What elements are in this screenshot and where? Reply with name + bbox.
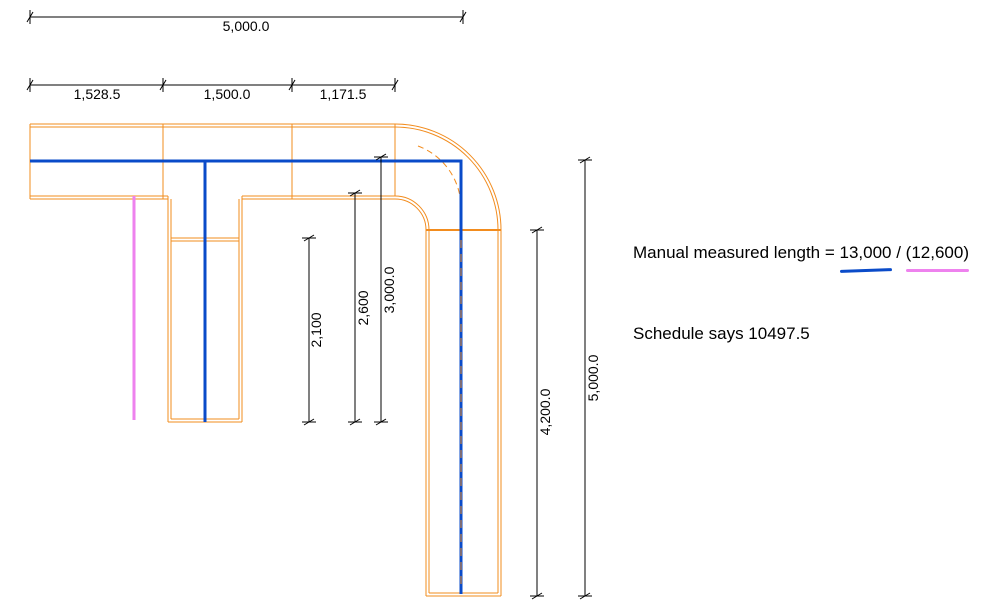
dim-v-3000: 3,000.0 (374, 153, 397, 426)
manual-length-separator: / (891, 243, 906, 262)
dim-v-5000-label: 5,000.0 (585, 354, 601, 401)
elbow-outer-arc-2 (394, 126, 499, 231)
manual-centerline-main (30, 159, 463, 594)
manual-length-prefix: Manual measured length = (633, 243, 840, 262)
dimensions: 5,000.0 1,528.5 1,500.0 1,171.5 2,100 (26, 10, 601, 600)
duct-outline (29, 123, 502, 597)
dim-top-seg-1-label: 1,528.5 (74, 86, 121, 102)
dim-v-5000: 5,000.0 (578, 156, 601, 600)
manual-length-value-text: 13,000 (839, 243, 892, 262)
dim-v-4200: 4,200.0 (530, 226, 553, 600)
dim-v-2600: 2,600 (348, 189, 371, 426)
dim-v-4200-label: 4,200.0 (537, 388, 553, 435)
alt-length-value-text: (12,600) (905, 243, 969, 262)
alt-length-value: (12,600) (905, 243, 969, 272)
manual-length-value: 13,000 (839, 243, 892, 273)
elbow-outer-arc (394, 123, 502, 231)
centerlines (30, 159, 463, 594)
elbow-inner-arc-2 (394, 198, 427, 231)
manual-length-note: Manual measured length = 13,000 / (12,60… (633, 243, 969, 273)
dim-top-overall: 5,000.0 (26, 10, 467, 34)
alt-length-pink-mark (905, 269, 969, 272)
elbow-centerline-dashed (417, 145, 462, 209)
dim-v-2100-label: 2,100 (308, 312, 324, 347)
dim-v-2100: 2,100 (302, 234, 324, 426)
dim-v-2600-label: 2,600 (355, 290, 371, 325)
dim-top-segments: 1,528.5 1,500.0 1,171.5 (26, 78, 399, 102)
elbow-inner-arc (394, 195, 430, 231)
dim-top-seg-2-label: 1,500.0 (204, 86, 251, 102)
dim-v-3000-label: 3,000.0 (381, 266, 397, 313)
schedule-note: Schedule says 10497.5 (633, 324, 810, 343)
dim-top-seg-3-label: 1,171.5 (320, 86, 367, 102)
dim-top-overall-label: 5,000.0 (223, 18, 270, 34)
